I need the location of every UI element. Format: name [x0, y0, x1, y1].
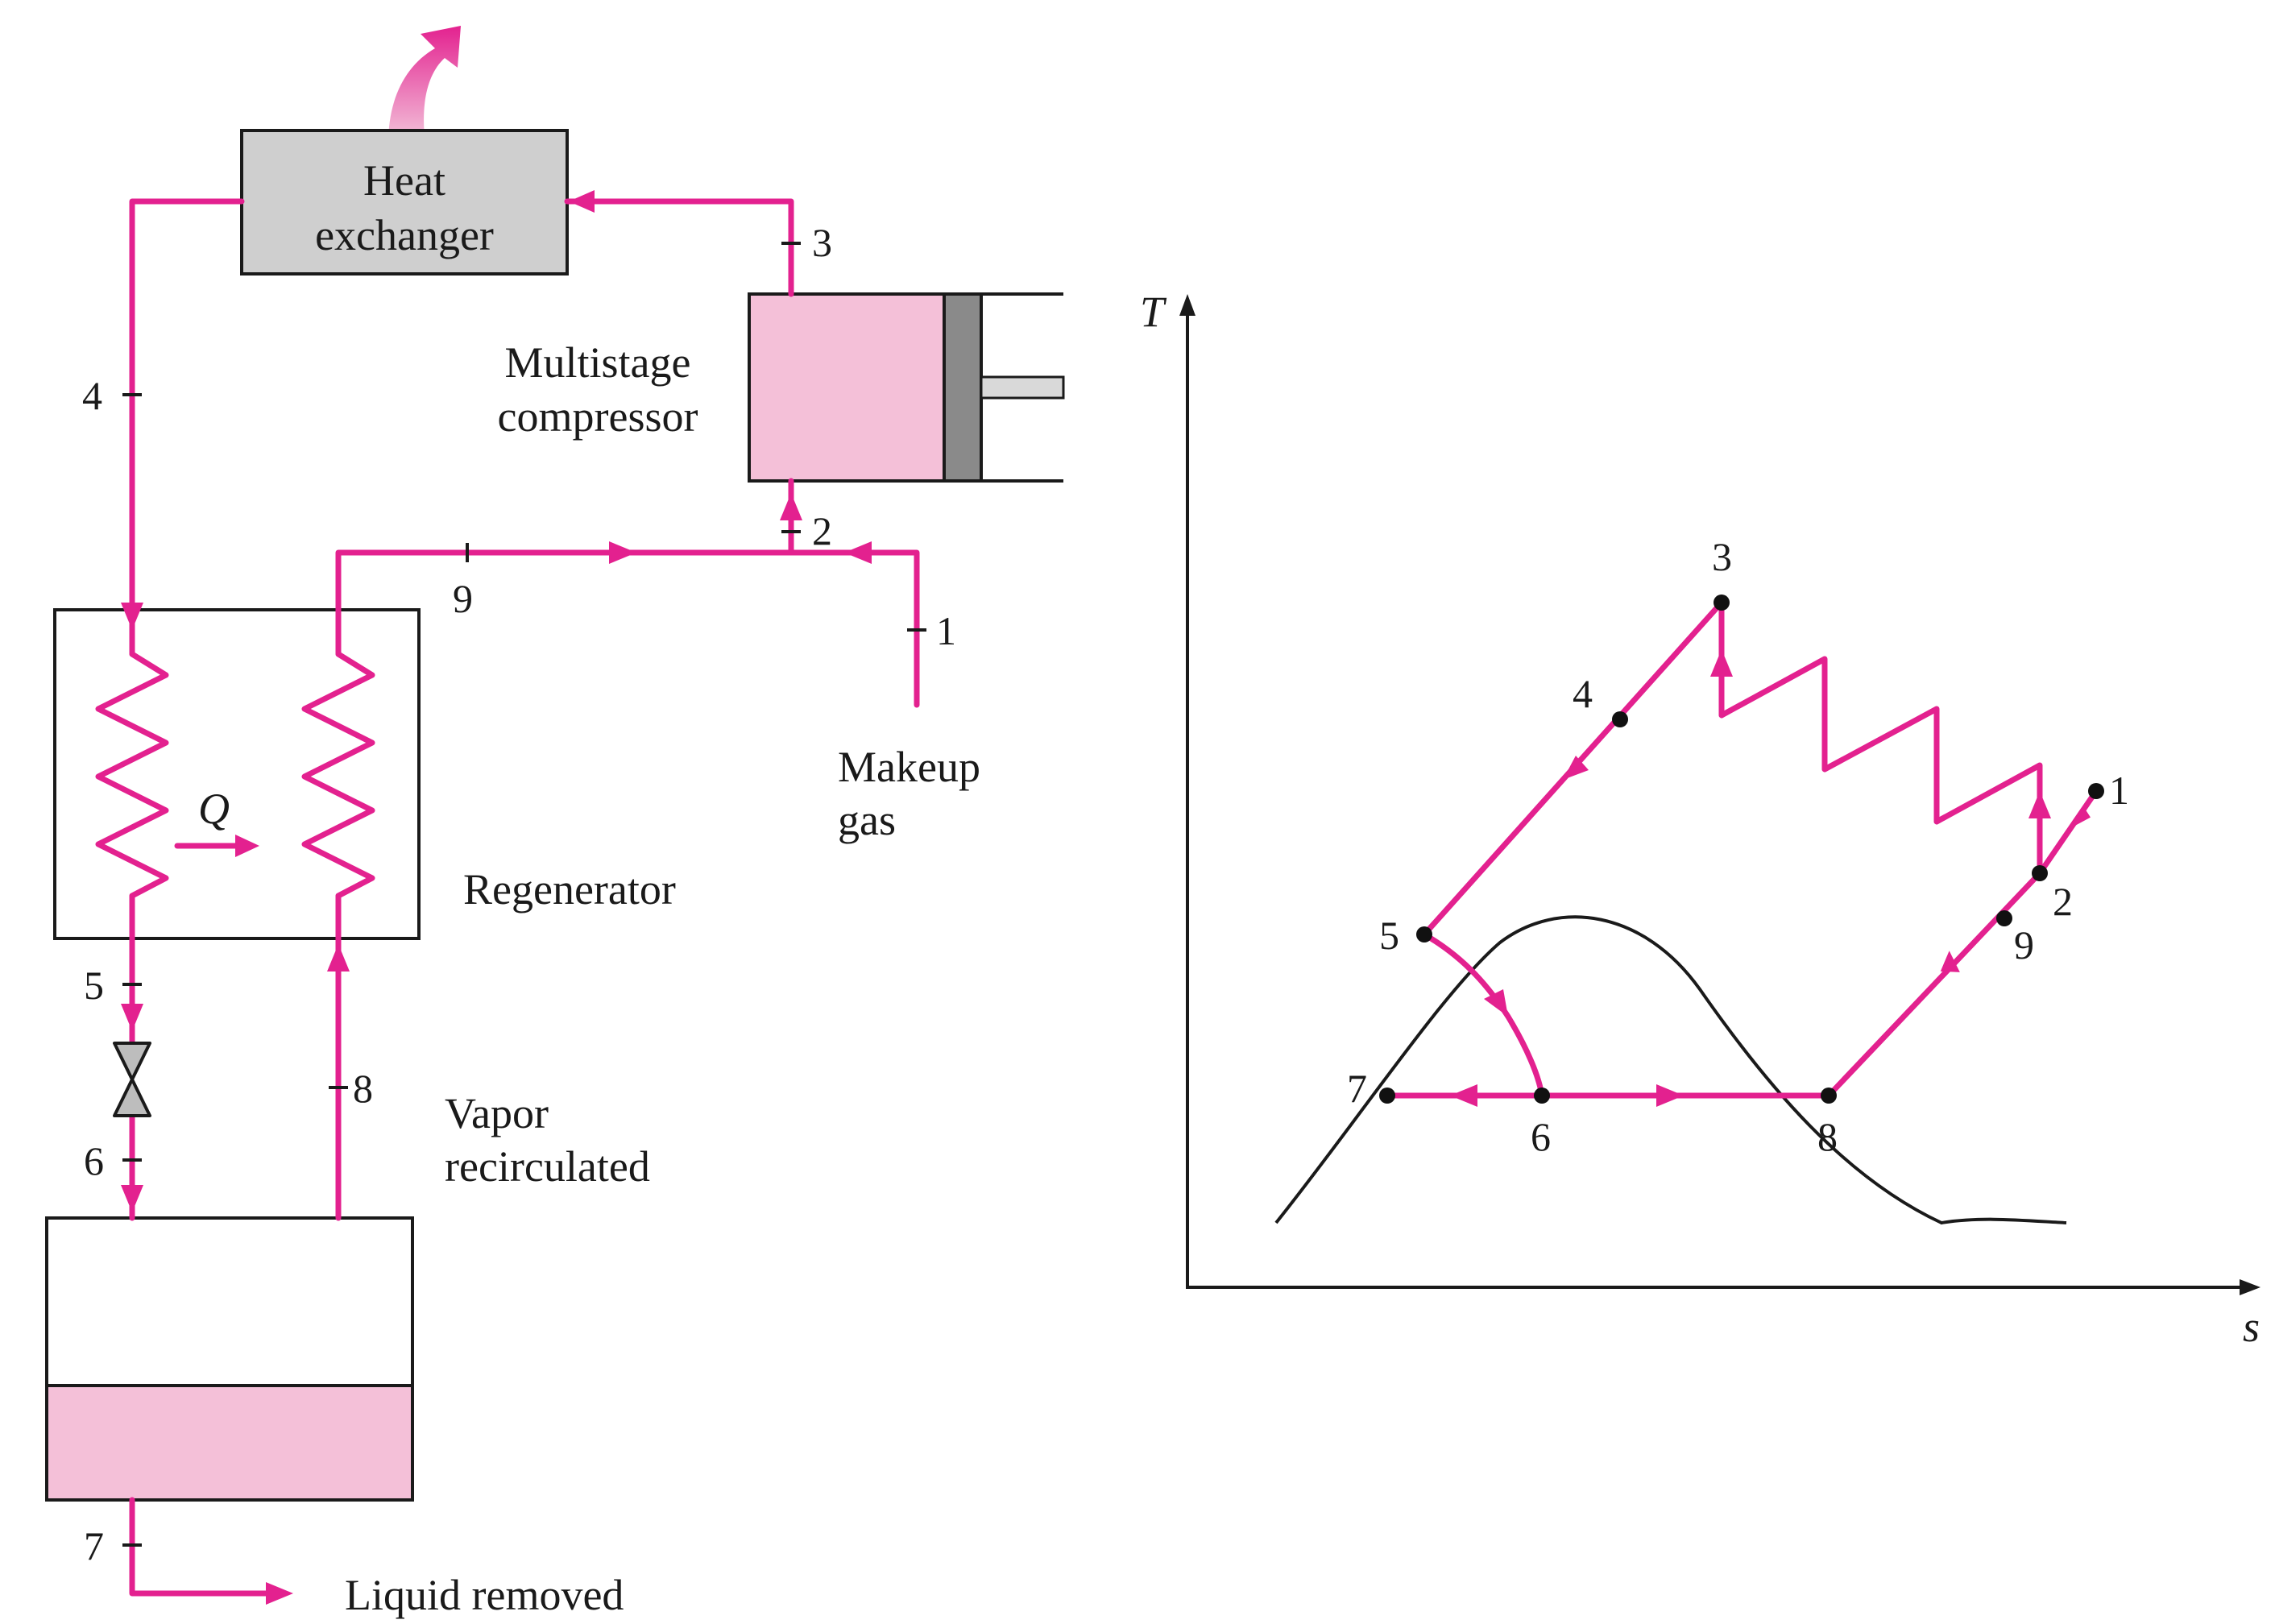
arrow-into-heat-exchanger — [569, 190, 595, 213]
ts-label-6: 6 — [1531, 1114, 1551, 1159]
ts-point-7 — [1379, 1088, 1395, 1104]
vapor-label-line2: recirculated — [445, 1142, 650, 1191]
ts-arrow-6-7 — [1450, 1084, 1477, 1107]
state-label-3: 3 — [812, 220, 832, 265]
ts-arrow-3-5 — [1563, 756, 1589, 780]
ts-point-1 — [2088, 783, 2104, 799]
hot-coil — [95, 637, 169, 942]
ts-label-1: 1 — [2109, 768, 2129, 813]
ts-point-8 — [1821, 1088, 1837, 1104]
ts-label-9: 9 — [2014, 922, 2034, 967]
arrow-up-into-compressor — [780, 493, 802, 520]
throttle-valve — [113, 1042, 151, 1117]
arrow-left-1 — [844, 541, 872, 564]
state-label-1: 1 — [936, 608, 956, 653]
state-label-4: 4 — [82, 373, 102, 418]
t-axis-arrowhead — [1179, 294, 1196, 316]
arrow-right-9 — [609, 541, 636, 564]
state-label-2: 2 — [812, 508, 832, 553]
ts-arrow-8-9 — [1940, 951, 1960, 972]
ts-label-5: 5 — [1379, 913, 1399, 958]
heat-exchanger-box — [240, 129, 569, 276]
ts-arrow-up-at-2 — [2028, 791, 2051, 818]
separator-tank-liquid — [47, 1386, 412, 1500]
regenerator-box — [53, 608, 421, 940]
ts-label-3: 3 — [1712, 534, 1732, 579]
state-label-8: 8 — [353, 1066, 373, 1111]
process-1-2 — [2037, 788, 2099, 876]
heat-rejection-arrow — [388, 26, 461, 143]
compressor-box — [748, 292, 946, 483]
heat-transfer-label: Q — [198, 785, 230, 833]
ts-point-2 — [2032, 865, 2048, 881]
ts-label-8: 8 — [1817, 1114, 1838, 1159]
compressor-piston — [943, 292, 983, 483]
heat-exchanger-label-line1: Heat — [363, 156, 445, 205]
s-axis-label: s — [2243, 1303, 2260, 1351]
process-8-9-2 — [1825, 870, 2043, 1099]
arrow-down-to-regenerator — [121, 603, 143, 630]
t-axis-label: T — [1140, 288, 1167, 336]
regenerator-label: Regenerator — [463, 865, 676, 914]
s-axis-arrowhead — [2240, 1279, 2260, 1295]
ts-label-4: 4 — [1573, 671, 1593, 716]
ts-arrow-6-8 — [1656, 1084, 1684, 1107]
pipe-9-to-2 — [335, 549, 920, 708]
arrow-down-6 — [121, 1185, 143, 1212]
process-compression-zigzag — [1718, 599, 2043, 876]
pipe-liquid-out — [129, 1497, 269, 1597]
ts-point-4 — [1612, 711, 1628, 727]
ts-arrow-up-at-3 — [1710, 649, 1733, 677]
ts-axes — [1186, 302, 2251, 1289]
ts-point-6 — [1534, 1088, 1550, 1104]
vapor-label-line1: Vapor — [445, 1089, 549, 1137]
makeup-label-line1: Makeup — [838, 743, 980, 791]
pipe-3-to-heat-exchanger — [564, 198, 794, 297]
arrow-liquid-out — [266, 1582, 293, 1605]
arrow-down-5 — [121, 1004, 143, 1031]
makeup-label-line2: gas — [838, 796, 896, 844]
liquid-label: Liquid removed — [345, 1571, 624, 1619]
ts-arrow-1-2 — [2066, 806, 2091, 831]
ts-point-9 — [1996, 910, 2012, 926]
ts-diagram: T s 1 2 3 4 5 6 7 — [1140, 288, 2260, 1351]
ts-arrow-5-6 — [1484, 989, 1508, 1017]
compressor-label-line2: compressor — [498, 392, 698, 441]
heat-exchanger-label-line2: exchanger — [315, 211, 494, 259]
state-label-5: 5 — [84, 963, 104, 1008]
pipe-heat-exchanger-to-4 — [129, 198, 245, 644]
compressor-piston-rod — [980, 375, 1065, 400]
ts-label-7: 7 — [1347, 1066, 1367, 1111]
separator-tank — [45, 1216, 414, 1502]
state-label-6: 6 — [84, 1138, 104, 1183]
schematic: Heat exchanger Multistage compressor Reg… — [45, 26, 1065, 1619]
ts-point-5 — [1416, 926, 1432, 942]
cold-coil — [301, 637, 375, 942]
arrow-up-8 — [327, 944, 350, 972]
state-label-7: 7 — [84, 1523, 104, 1568]
ts-point-3 — [1714, 594, 1730, 611]
heat-transfer-arrowhead — [235, 835, 259, 857]
saturation-dome — [1274, 915, 2067, 1225]
ts-label-2: 2 — [2053, 879, 2073, 924]
compressor-label-line1: Multistage — [505, 338, 691, 387]
state-label-9: 9 — [453, 576, 473, 621]
